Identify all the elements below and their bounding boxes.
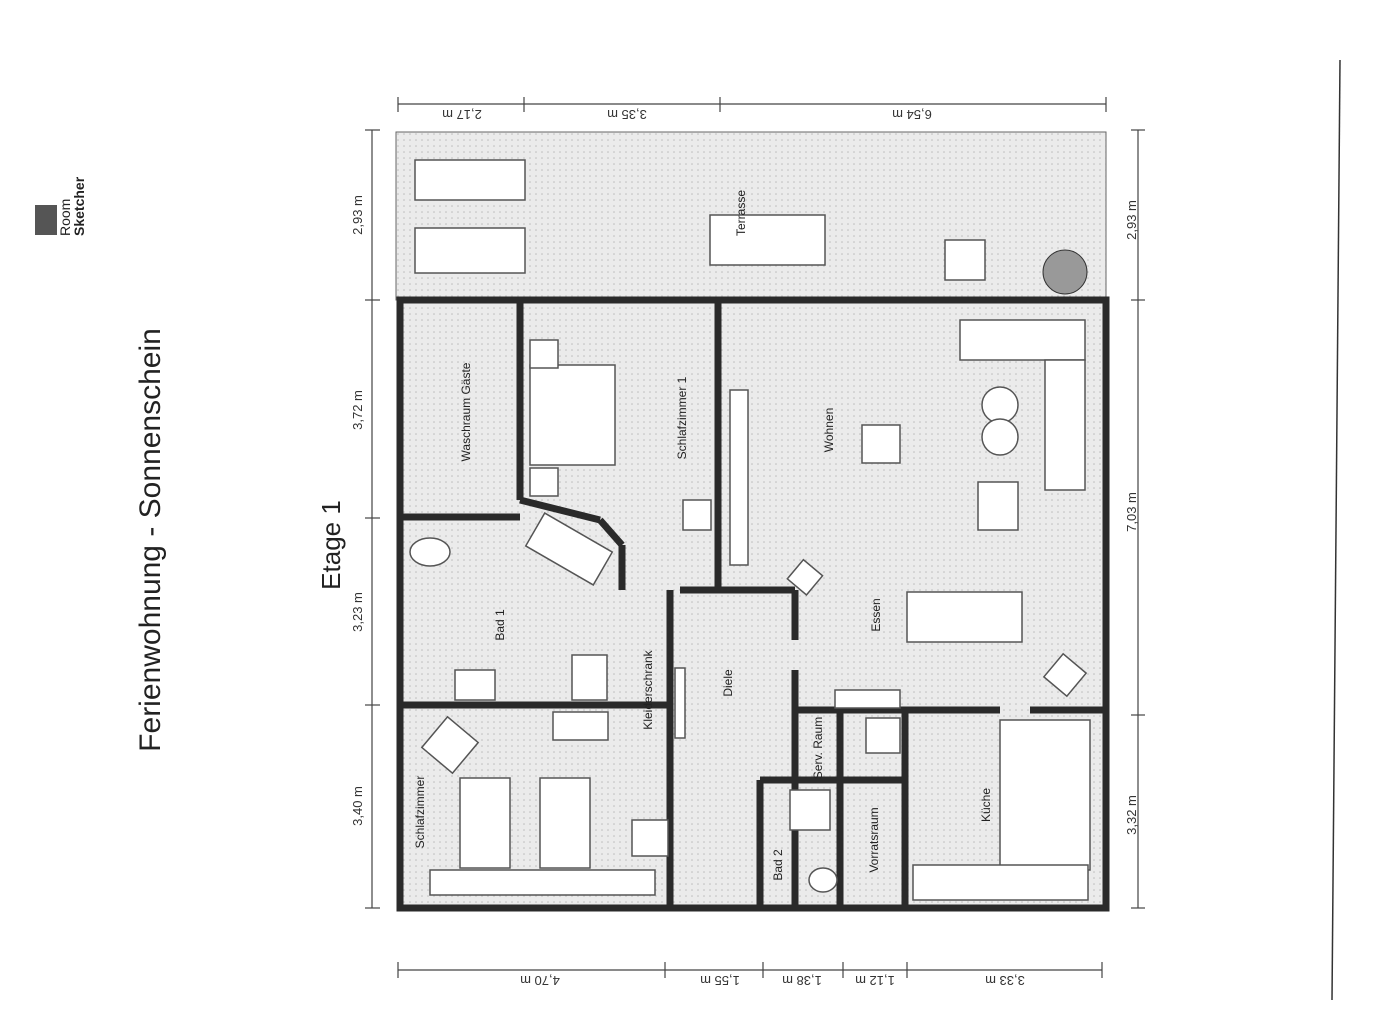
room-label-waschraum: Waschraum Gäste xyxy=(459,362,473,461)
dim-bottom-4: 1,12 m xyxy=(855,973,895,988)
room-label-bad-1: Bad 1 xyxy=(493,609,507,641)
room-label-schlafzimmer-1: Schlafzimmer 1 xyxy=(675,376,689,459)
room-label-kueche: Küche xyxy=(979,788,993,822)
room-label-wohnen: Wohnen xyxy=(822,408,836,452)
page-edge-line xyxy=(1331,59,1341,1001)
room-label-essen: Essen xyxy=(869,598,883,631)
dim-bottom-5: 3,33 m xyxy=(985,973,1025,988)
room-label-serv-raum: Serv. Raum xyxy=(811,717,825,779)
dim-top-2: 3,35 m xyxy=(607,107,647,122)
walls xyxy=(396,296,1110,912)
dim-bottom-3: 1,38 m xyxy=(782,973,822,988)
dim-bottom-1: 4,70 m xyxy=(520,973,560,988)
dim-left-1: 2,93 m xyxy=(350,195,365,235)
dim-top-1: 2,17 m xyxy=(442,107,482,122)
page-title: Ferienwohnung - Sonnenschein xyxy=(134,328,167,752)
dim-left-3: 3,23 m xyxy=(350,592,365,632)
dimension-lines xyxy=(365,97,1145,978)
dim-left-2: 3,72 m xyxy=(350,390,365,430)
logo-line-2: Sketcher xyxy=(71,176,87,236)
room-label-diele: Diele xyxy=(721,669,735,697)
room-label-kleiderschrank: Kleiderschrank xyxy=(641,649,655,729)
room-label-vorratsraum: Vorratsraum xyxy=(867,807,881,872)
room-label-schlafzimmer: Schlafzimmer xyxy=(413,776,427,849)
room-label-terrasse: Terrasse xyxy=(734,190,748,236)
dim-right-3: 3,32 m xyxy=(1124,795,1139,835)
roomsketcher-logo: Room Sketcher xyxy=(35,176,87,236)
dim-right-1: 2,93 m xyxy=(1124,200,1139,240)
dim-right-2: 7,03 m xyxy=(1124,492,1139,532)
furniture xyxy=(409,159,1091,901)
dim-left-4: 3,40 m xyxy=(350,786,365,826)
dim-top-3: 6,54 m xyxy=(892,107,932,122)
floor-title: Etage 1 xyxy=(316,500,346,590)
logo-line-1: Room xyxy=(57,199,73,236)
dim-bottom-2: 1,55 m xyxy=(700,973,740,988)
room-label-bad-2: Bad 2 xyxy=(771,849,785,881)
